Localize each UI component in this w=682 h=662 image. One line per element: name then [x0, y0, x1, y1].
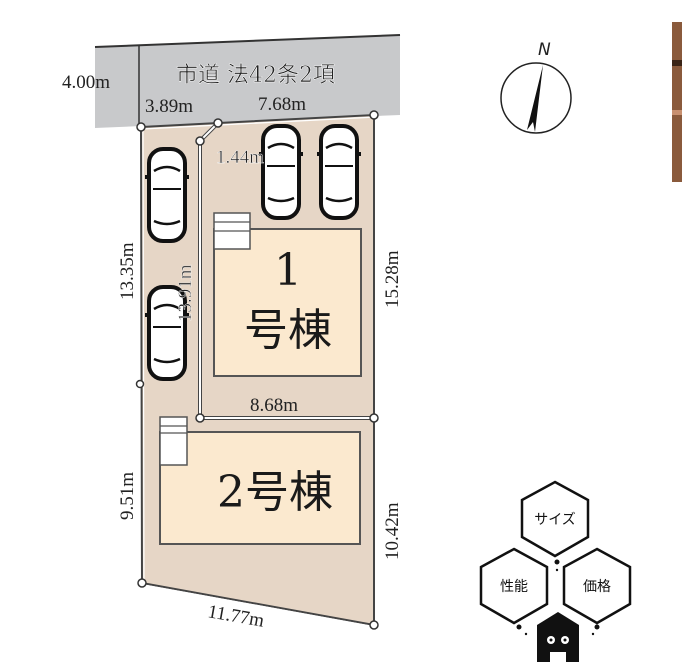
- car-icon: [317, 124, 361, 220]
- hex-price: [562, 547, 632, 625]
- dim-top-left: 3.89m: [145, 96, 193, 117]
- dim-flagpole: 13.91m: [175, 264, 196, 322]
- building-2: [159, 431, 361, 545]
- logo-price-label: 価格: [583, 579, 611, 595]
- dim-flag-corner: 1.44m: [216, 147, 264, 168]
- corner-markers: [135, 110, 379, 630]
- road-edge-line: [94, 34, 401, 48]
- dim-right-upper: 15.28m: [382, 250, 403, 308]
- photo-stripe: [672, 110, 682, 115]
- photo-thumbnail: [672, 22, 682, 182]
- hex-performance: [479, 547, 549, 625]
- dim-left-lower: 9.51m: [117, 472, 138, 520]
- dim-right-lower: 10.42m: [382, 502, 403, 560]
- building-1-number: 1: [274, 245, 302, 296]
- car-icon: [145, 147, 189, 243]
- compass-icon: N: [500, 40, 572, 134]
- road-width-label: 4.00m: [62, 72, 110, 93]
- house-icon: [537, 612, 579, 662]
- dim-middle: 8.68m: [250, 395, 298, 416]
- logo-dots: [516, 559, 600, 636]
- entrance-steps-1: [213, 212, 251, 250]
- logo-size-label: サイズ: [534, 512, 576, 528]
- flagpole-boundary-inner: [199, 122, 374, 419]
- brand-logo: [479, 480, 632, 625]
- hex-size: [520, 480, 590, 558]
- car-icon: [259, 124, 303, 220]
- building-1: [213, 228, 362, 377]
- dim-top-right: 7.68m: [258, 94, 306, 115]
- photo-stripe: [672, 60, 682, 66]
- dim-left-upper: 13.35m: [117, 242, 138, 300]
- car-icon: [145, 285, 189, 381]
- compass-north-label: N: [538, 40, 551, 60]
- road-area: [95, 35, 400, 128]
- building-2-label: 2号棟: [217, 467, 333, 518]
- lot-boundary: [142, 116, 377, 628]
- road-label: 市道 法42条2項: [176, 63, 335, 88]
- entrance-steps-2: [159, 416, 188, 466]
- logo-performance-label: 性能: [500, 579, 528, 595]
- building-1-label: 号棟: [244, 305, 332, 356]
